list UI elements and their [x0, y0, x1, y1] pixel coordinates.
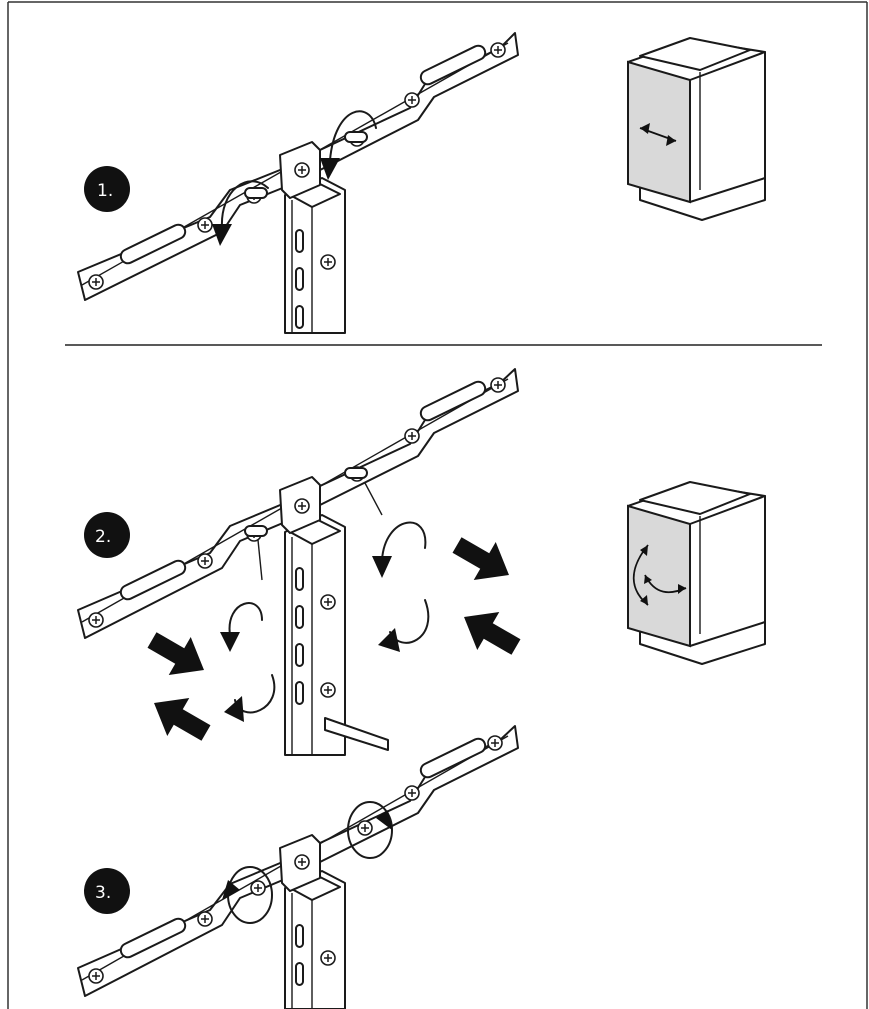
rotate-arrow — [381, 521, 427, 561]
step-badge-3 — [84, 868, 130, 914]
step-3-illustration: 3. — [77, 725, 519, 1009]
step-1-illustration: 1. — [77, 32, 766, 334]
clamp — [279, 141, 321, 199]
rotate-arrow-right — [329, 110, 377, 161]
cabinet-icon-2 — [627, 481, 766, 665]
step-badge-1 — [84, 166, 130, 212]
post — [284, 514, 389, 756]
rotate-arrow-left — [220, 180, 269, 229]
step-label-1: 1. — [97, 181, 113, 201]
push-arrow — [143, 683, 217, 753]
clamp — [279, 476, 321, 534]
step-2-illustration: 2. — [77, 368, 766, 756]
step-badge-2 — [84, 512, 130, 558]
post — [284, 870, 346, 1009]
step-label-2: 2. — [95, 527, 111, 547]
clamp — [279, 834, 321, 892]
step-label-3: 3. — [95, 883, 111, 903]
push-arrow — [141, 620, 215, 690]
push-arrow — [446, 525, 520, 595]
rotate-arrow — [228, 602, 263, 636]
post — [284, 177, 346, 334]
cabinet-icon-1 — [627, 37, 766, 221]
push-arrow — [453, 597, 527, 667]
